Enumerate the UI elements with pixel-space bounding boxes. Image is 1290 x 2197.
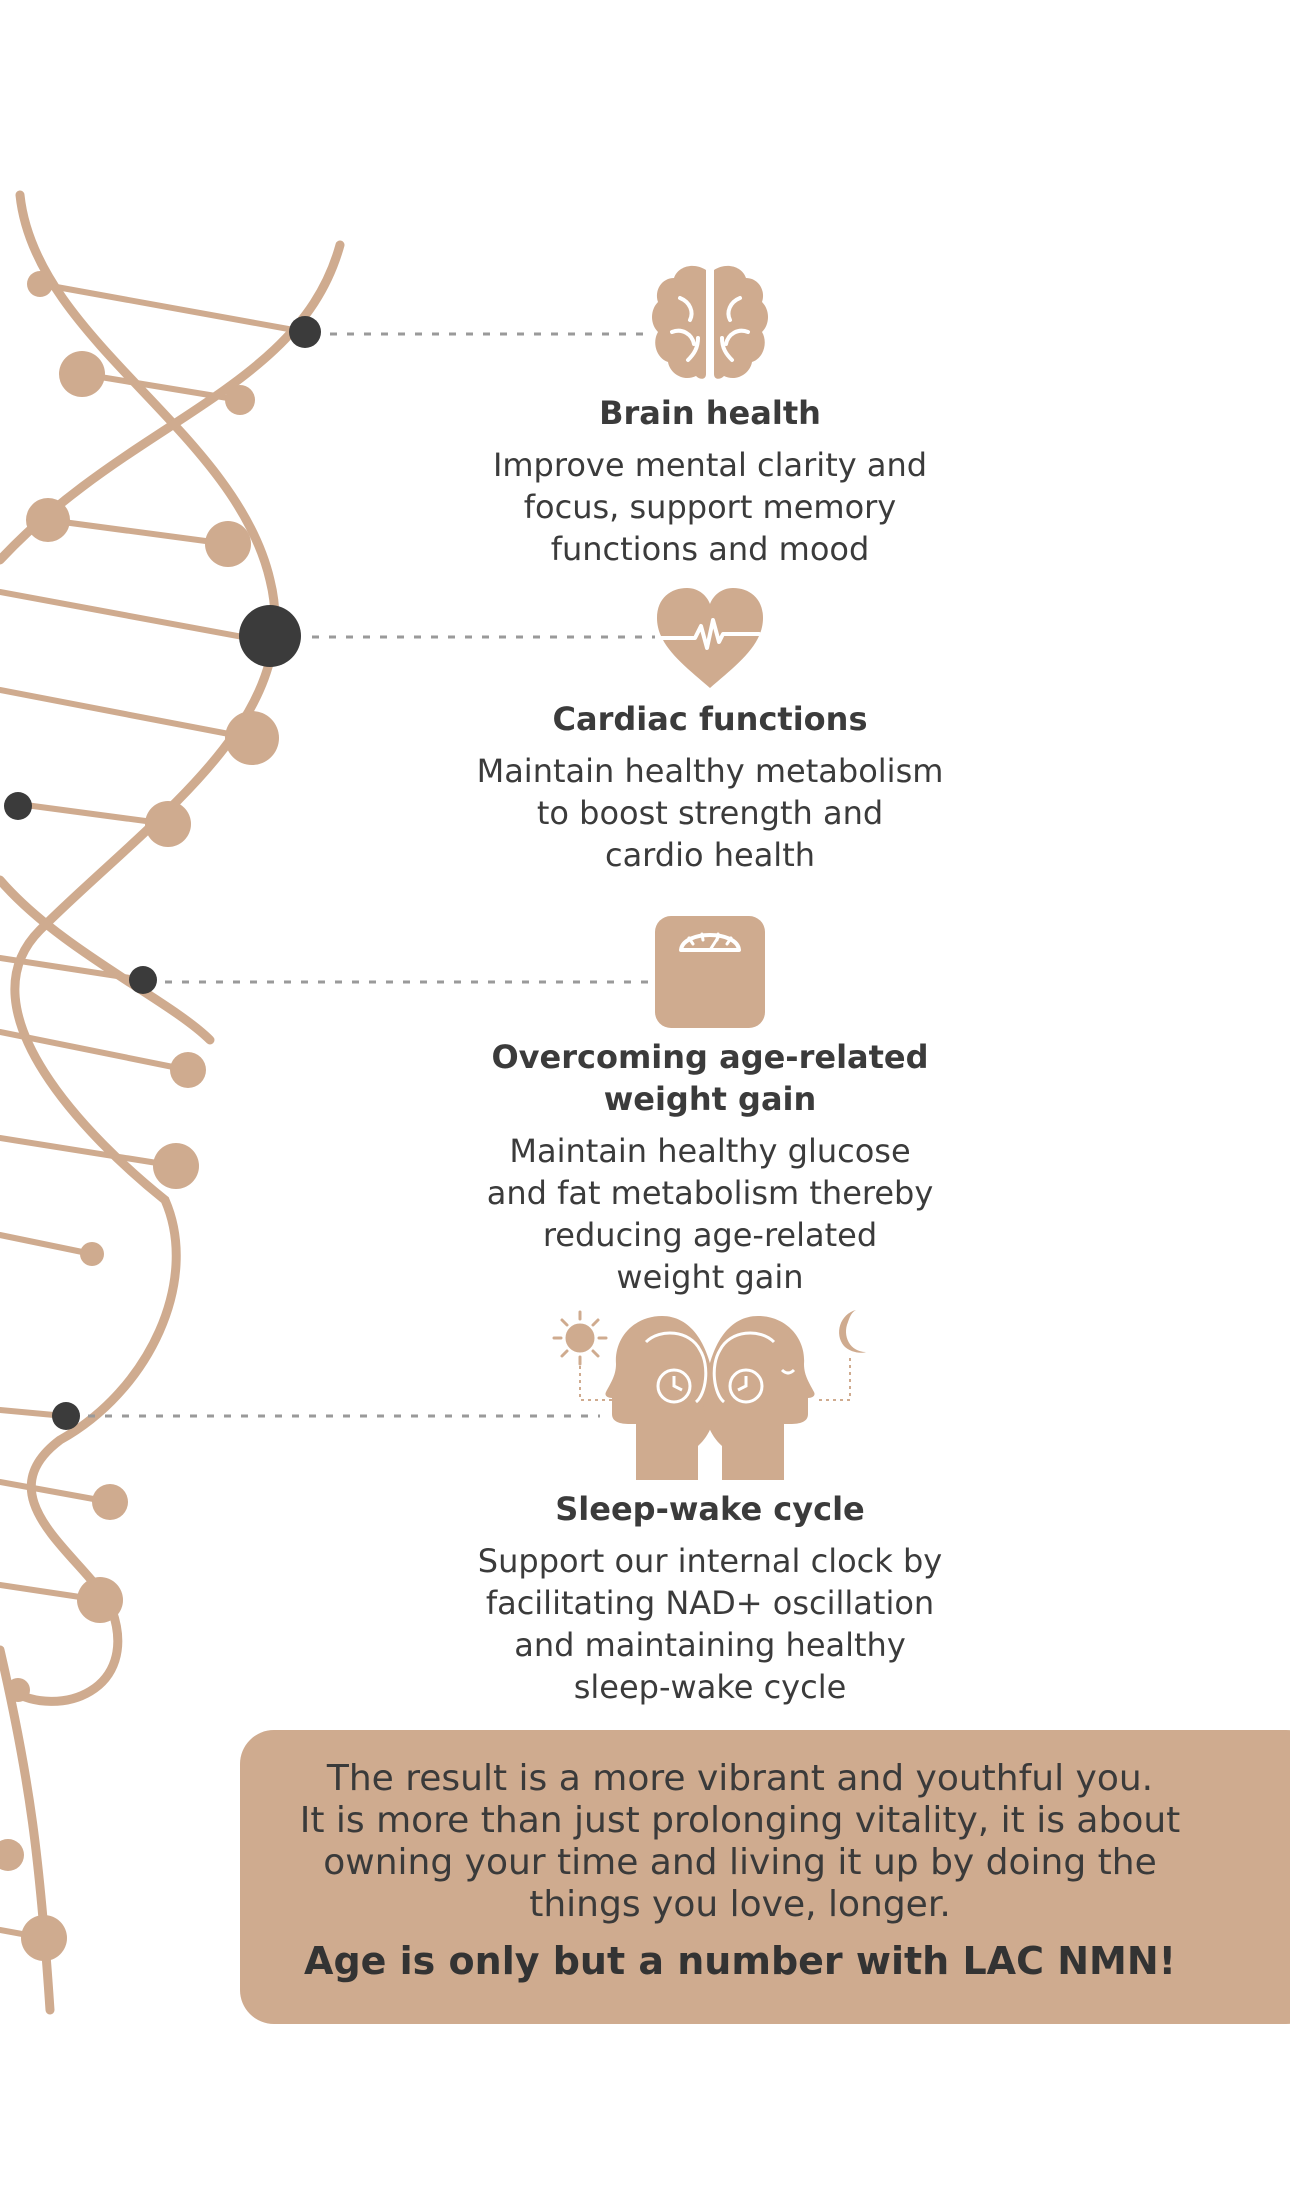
closing-message-box — [240, 1730, 1290, 2024]
weighing-scale-icon — [655, 916, 765, 1028]
benefit-title: Brain health — [599, 394, 821, 432]
benefit-description: Support our internal clock by facilitati… — [477, 1542, 943, 1706]
closing-paragraph: The result is a more vibrant and youthfu… — [299, 1758, 1181, 1925]
moon-icon — [839, 1310, 866, 1353]
connector-lines — [88, 332, 655, 1418]
benefit-sleep-wake-cycle: Sleep-wake cycle Support our internal cl… — [430, 1306, 990, 1708]
sleep-wake-cycle-icon — [552, 1310, 866, 1480]
benefit-title: Sleep-wake cycle — [555, 1490, 865, 1528]
tagline: Age is only but a number with LAC NMN! — [304, 1939, 1176, 1983]
dna-nodes-light — [0, 271, 279, 1961]
sun-icon — [552, 1310, 608, 1366]
benefit-title: Cardiac functions — [552, 700, 868, 738]
benefit-description: Maintain healthy metabolism to boost str… — [476, 752, 944, 874]
benefit-description: Maintain healthy glucose and fat metabol… — [486, 1132, 934, 1296]
benefit-title: Overcoming age-related weight gain — [491, 1038, 929, 1118]
brain-icon — [652, 265, 768, 379]
benefit-brain-health: Brain health Improve mental clarity and … — [430, 262, 990, 570]
heart-pulse-icon — [657, 588, 763, 688]
dna-nodes-dark — [4, 316, 321, 1430]
benefit-cardiac-functions: Cardiac functions Maintain healthy metab… — [430, 586, 990, 876]
benefit-weight-gain: Overcoming age-related weight gain Maint… — [430, 914, 990, 1298]
benefit-description: Improve mental clarity and focus, suppor… — [492, 446, 928, 568]
closing-message: The result is a more vibrant and youthfu… — [240, 1758, 1240, 1984]
